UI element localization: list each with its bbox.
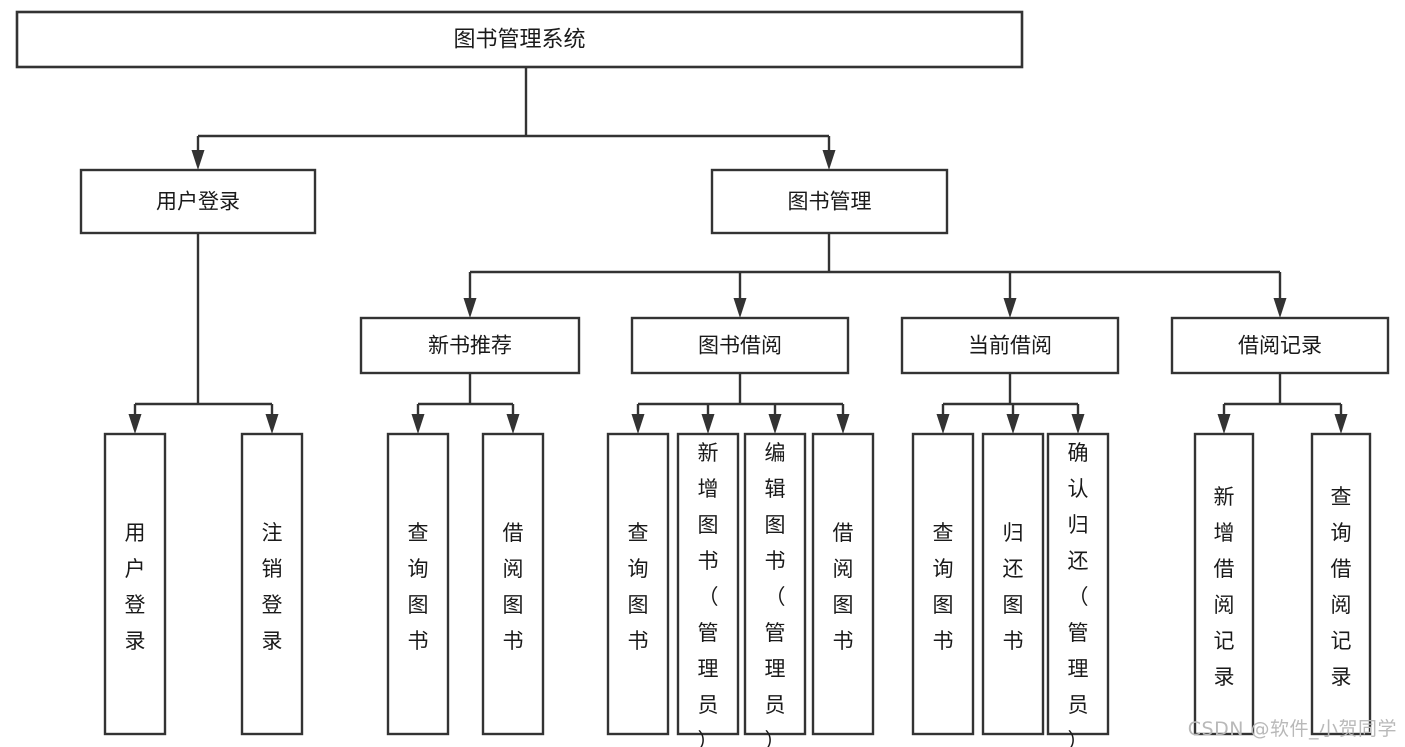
arrow-head-icon: [1217, 414, 1231, 434]
node-label-leaf-query-book-cur: 查询图书: [933, 521, 954, 653]
connectors-layer: [128, 67, 1348, 434]
nodes-layer: 图书管理系统用户登录图书管理新书推荐图书借阅当前借阅借阅记录用户登录注销登录查询…: [15, 10, 1390, 747]
node-borrow-record[interactable]: 借阅记录: [1170, 316, 1390, 375]
node-label-new-book-rec: 新书推荐: [428, 334, 512, 358]
arrow-head-icon: [265, 414, 279, 434]
node-leaf-query-book-cur[interactable]: 查询图书: [911, 432, 975, 736]
connector-book-manage: [463, 233, 1287, 318]
node-box-leaf-return-book[interactable]: [981, 432, 1045, 736]
node-book-manage[interactable]: 图书管理: [710, 168, 949, 235]
node-label-leaf-return-book: 归还图书: [1003, 521, 1024, 653]
node-leaf-return-book[interactable]: 归还图书: [981, 432, 1045, 736]
connector-current-borrow: [936, 373, 1085, 434]
arrow-head-icon: [701, 414, 715, 434]
node-leaf-confirm-return[interactable]: 确认归还（管理员）: [1046, 432, 1110, 747]
node-box-borrow-record[interactable]: [1170, 316, 1390, 375]
node-box-leaf-add-record[interactable]: [1193, 432, 1255, 736]
node-box-leaf-query-book-rec[interactable]: [386, 432, 450, 736]
node-box-root[interactable]: [15, 10, 1024, 69]
node-leaf-add-record[interactable]: 新增借阅记录: [1193, 432, 1255, 736]
arrow-head-icon: [411, 414, 425, 434]
arrow-head-icon: [463, 298, 477, 318]
node-box-book-borrow[interactable]: [630, 316, 850, 375]
arrow-head-icon: [1071, 414, 1085, 434]
node-box-leaf-query-book-cur[interactable]: [911, 432, 975, 736]
node-label-root: 图书管理系统: [453, 28, 585, 53]
node-label-leaf-edit-book: 编辑图书（管理员）: [765, 441, 786, 747]
node-label-leaf-confirm-return: 确认归还（管理员）: [1068, 441, 1089, 747]
node-label-leaf-query-book-rec: 查询图书: [408, 521, 429, 653]
node-new-book-rec[interactable]: 新书推荐: [359, 316, 581, 375]
node-box-current-borrow[interactable]: [900, 316, 1120, 375]
node-label-leaf-user-login: 用户登录: [125, 521, 146, 653]
node-label-leaf-add-record: 新增借阅记录: [1214, 485, 1235, 689]
node-user-login[interactable]: 用户登录: [79, 168, 317, 235]
connector-root: [191, 67, 836, 170]
arrow-head-icon: [506, 414, 520, 434]
node-current-borrow[interactable]: 当前借阅: [900, 316, 1120, 375]
node-label-user-login: 用户登录: [156, 190, 240, 214]
node-box-new-book-rec[interactable]: [359, 316, 581, 375]
node-box-leaf-edit-book[interactable]: [743, 432, 807, 736]
node-leaf-edit-book[interactable]: 编辑图书（管理员）: [743, 432, 807, 747]
node-label-leaf-borrow-book: 借阅图书: [833, 521, 854, 653]
node-leaf-borrow-book[interactable]: 借阅图书: [811, 432, 875, 736]
node-box-leaf-user-login[interactable]: [103, 432, 167, 736]
arrow-head-icon: [768, 414, 782, 434]
arrow-head-icon: [936, 414, 950, 434]
node-label-borrow-record: 借阅记录: [1238, 334, 1322, 358]
node-box-leaf-borrow-book[interactable]: [811, 432, 875, 736]
node-label-leaf-query-record: 查询借阅记录: [1331, 485, 1352, 689]
node-root[interactable]: 图书管理系统: [15, 10, 1024, 69]
arrow-head-icon: [733, 298, 747, 318]
node-box-leaf-borrow-book-rec[interactable]: [481, 432, 545, 736]
arrow-head-icon: [191, 150, 205, 170]
node-box-book-manage[interactable]: [710, 168, 949, 235]
node-label-book-manage: 图书管理: [788, 190, 872, 214]
node-leaf-query-record[interactable]: 查询借阅记录: [1310, 432, 1372, 736]
arrow-head-icon: [1006, 414, 1020, 434]
arrow-head-icon: [822, 150, 836, 170]
node-box-leaf-add-book[interactable]: [676, 432, 740, 736]
arrow-head-icon: [836, 414, 850, 434]
node-leaf-query-book-rec[interactable]: 查询图书: [386, 432, 450, 736]
connector-book-borrow: [631, 373, 850, 434]
node-box-leaf-query-record[interactable]: [1310, 432, 1372, 736]
connector-borrow-record: [1217, 373, 1348, 434]
node-box-leaf-user-logout[interactable]: [240, 432, 304, 736]
arrow-head-icon: [128, 414, 142, 434]
node-box-leaf-confirm-return[interactable]: [1046, 432, 1110, 736]
node-label-book-borrow: 图书借阅: [698, 334, 782, 358]
node-label-leaf-add-book: 新增图书（管理员）: [698, 441, 719, 747]
node-label-current-borrow: 当前借阅: [968, 334, 1052, 358]
node-box-user-login[interactable]: [79, 168, 317, 235]
connector-new-book-rec: [411, 373, 520, 434]
node-leaf-borrow-book-rec[interactable]: 借阅图书: [481, 432, 545, 736]
arrow-head-icon: [1273, 298, 1287, 318]
node-label-leaf-borrow-book-rec: 借阅图书: [503, 521, 524, 653]
node-leaf-add-book[interactable]: 新增图书（管理员）: [676, 432, 740, 747]
node-leaf-user-logout[interactable]: 注销登录: [240, 432, 304, 736]
node-book-borrow[interactable]: 图书借阅: [630, 316, 850, 375]
node-label-leaf-query-book: 查询图书: [628, 521, 649, 653]
node-leaf-query-book[interactable]: 查询图书: [606, 432, 670, 736]
arrow-head-icon: [631, 414, 645, 434]
arrow-head-icon: [1334, 414, 1348, 434]
node-label-leaf-user-logout: 注销登录: [262, 521, 283, 653]
arrow-head-icon: [1003, 298, 1017, 318]
node-box-leaf-query-book[interactable]: [606, 432, 670, 736]
node-leaf-user-login[interactable]: 用户登录: [103, 432, 167, 736]
connector-user-login: [128, 233, 279, 434]
